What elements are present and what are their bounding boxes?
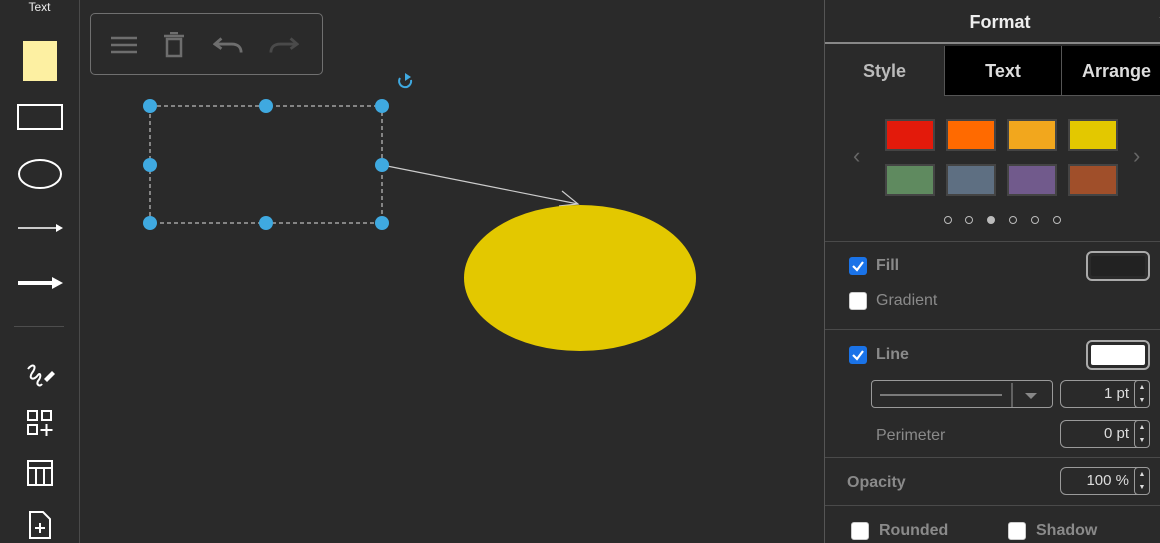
freehand-pen-icon[interactable] [0, 358, 79, 392]
chevron-down-icon [1025, 393, 1037, 399]
resize-handle-n [259, 99, 273, 113]
perimeter-field[interactable]: 0 pt ▲▼ [1060, 420, 1150, 448]
swatch-amber[interactable] [1007, 119, 1057, 151]
perimeter-label: Perimeter [876, 427, 946, 444]
chevron-left-icon[interactable]: ‹ [853, 143, 861, 168]
rotate-handle-icon[interactable] [398, 73, 413, 89]
line-style-select[interactable] [871, 380, 1053, 408]
add-shapes-icon[interactable] [0, 406, 79, 440]
tab-text[interactable]: Text [944, 46, 1061, 96]
resize-handle-w [143, 158, 157, 172]
line-width-field[interactable]: 1 pt ▲▼ [1060, 380, 1150, 408]
sticky-note-icon[interactable] [0, 40, 79, 82]
rounded-checkbox[interactable] [851, 522, 869, 540]
line-width-stepper[interactable]: ▲▼ [1134, 380, 1150, 408]
pager-dot[interactable] [965, 216, 973, 224]
fill-checkbox[interactable] [849, 257, 867, 275]
divider [825, 457, 1160, 458]
left-toolbar: Text [0, 0, 80, 543]
connector-arrow[interactable] [381, 164, 580, 207]
pager-dot[interactable] [1053, 216, 1061, 224]
gradient-label: Gradient [876, 292, 938, 309]
swatch-slate[interactable] [946, 164, 996, 196]
pager-dot-active[interactable] [987, 216, 995, 224]
resize-handle-nw [143, 99, 157, 113]
line-width-value: 1 pt [1103, 385, 1129, 402]
pager-dot[interactable] [1009, 216, 1017, 224]
table-icon[interactable] [0, 456, 79, 490]
fill-color-swatch [1091, 256, 1145, 276]
menu-icon[interactable] [109, 30, 139, 60]
perimeter-stepper[interactable]: ▲▼ [1134, 420, 1150, 448]
pager-dot[interactable] [1031, 216, 1039, 224]
opacity-stepper[interactable]: ▲▼ [1134, 467, 1150, 495]
format-panel: Format ^ Style Text Arrange ‹ › Fill Gra… [824, 0, 1160, 543]
perimeter-value: 0 pt [1103, 425, 1129, 442]
line-color-swatch [1091, 345, 1145, 365]
shadow-checkbox[interactable] [1008, 522, 1026, 540]
gradient-checkbox[interactable] [849, 292, 867, 310]
line-label: Line [876, 346, 909, 363]
yellow-ellipse[interactable] [464, 205, 696, 351]
selected-rectangle[interactable] [149, 105, 383, 224]
line-checkbox[interactable] [849, 346, 867, 364]
floating-toolbar [90, 13, 323, 75]
resize-handle-se [375, 216, 389, 230]
delete-icon[interactable] [159, 30, 189, 60]
tab-style[interactable]: Style [825, 46, 944, 96]
tab-arrange[interactable]: Arrange [1061, 46, 1160, 96]
canvas-shapes [143, 73, 696, 351]
fill-color-button[interactable] [1086, 251, 1150, 281]
swatch-orange[interactable] [946, 119, 996, 151]
resize-handle-ne [375, 99, 389, 113]
divider [825, 329, 1160, 330]
divider [825, 241, 1160, 242]
pager-dot[interactable] [944, 216, 952, 224]
resize-handle-sw [143, 216, 157, 230]
fill-label: Fill [876, 257, 900, 274]
drawing-canvas[interactable] [80, 0, 824, 543]
resize-handle-e [375, 158, 389, 172]
swatch-yellow[interactable] [1068, 119, 1118, 151]
insert-page-icon[interactable] [0, 508, 79, 542]
swatch-brown[interactable] [1068, 164, 1118, 196]
swatch-purple[interactable] [1007, 164, 1057, 196]
swatch-green[interactable] [885, 164, 935, 196]
resize-handle-s [259, 216, 273, 230]
line-icon[interactable] [0, 220, 79, 236]
line-color-button[interactable] [1086, 340, 1150, 370]
selection-handles[interactable] [143, 99, 389, 230]
arrow-icon[interactable] [0, 274, 79, 292]
undo-icon[interactable] [213, 30, 243, 60]
rounded-label: Rounded [879, 522, 949, 539]
divider [825, 505, 1160, 506]
swatch-red[interactable] [885, 119, 935, 151]
opacity-field[interactable]: 100 % ▲▼ [1060, 467, 1150, 495]
chevron-right-icon[interactable]: › [1133, 143, 1141, 168]
opacity-value: 100 % [1086, 472, 1129, 489]
redo-icon[interactable] [269, 30, 299, 60]
ellipse-icon[interactable] [0, 157, 79, 191]
format-header: Format ^ [825, 0, 1160, 44]
format-title: Format [969, 12, 1031, 32]
opacity-label: Opacity [847, 474, 906, 491]
rectangle-icon[interactable] [0, 103, 79, 131]
toolbar-divider [14, 326, 64, 327]
text-tool-label[interactable]: Text [28, 0, 51, 14]
shadow-label: Shadow [1036, 522, 1098, 539]
